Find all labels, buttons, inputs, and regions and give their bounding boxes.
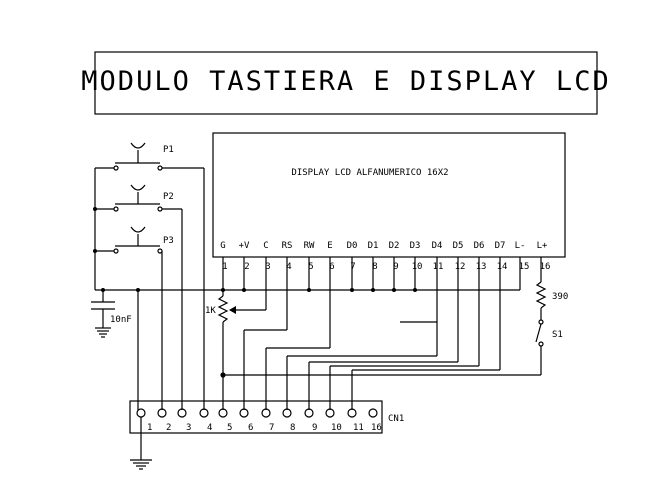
- lcd-pin-name: D2: [389, 241, 400, 251]
- trimmer-1k: 1K: [205, 290, 266, 368]
- connector-pin-number: 5: [227, 423, 232, 433]
- connector-pin-number: 4: [207, 423, 212, 433]
- lcd-pin-name: L-: [515, 241, 526, 251]
- lcd-pin-name: D5: [453, 241, 464, 251]
- junction-dots: [101, 288, 417, 292]
- lcd-pin-number: 10: [412, 262, 423, 272]
- lcd-pin-name: +V: [239, 241, 250, 251]
- title-box: [94, 51, 598, 115]
- lcd-pin-name: G: [220, 241, 225, 251]
- connector-pin-number: 8: [290, 423, 295, 433]
- connector-cn1: [129, 400, 383, 434]
- button-junctions: [93, 207, 97, 253]
- connector-pin-number: 6: [248, 423, 253, 433]
- connector-pin-number: 2: [166, 423, 171, 433]
- capacitor: 10nF: [91, 290, 132, 338]
- lcd-pin-number: 3: [265, 262, 270, 272]
- lcd-pin-name: D1: [368, 241, 379, 251]
- ground-symbol: [130, 417, 152, 470]
- button-wires: [137, 167, 205, 410]
- lcd-pin-name: RS: [282, 241, 293, 251]
- lcd-pin-numbers: 1 2 3 4 5 6 7 8 9 10 11 12 13 14 15 16: [222, 262, 550, 272]
- lcd-pin-number: 8: [372, 262, 377, 272]
- lcd-pin-number: 15: [519, 262, 530, 272]
- display-label: DISPLAY LCD ALFANUMERICO 16X2: [291, 168, 448, 178]
- connector-pin-number: 11: [353, 423, 364, 433]
- connector-pin-number: 16: [371, 423, 382, 433]
- lcd-pin-number: 2: [244, 262, 249, 272]
- connector-label: CN1: [388, 414, 404, 424]
- connector-pin-number: 10: [331, 423, 342, 433]
- lcd-pin-name: C: [263, 241, 268, 251]
- pushbutton-p1: P1: [113, 142, 174, 171]
- lcd-pin-names: G +V C RS RW E D0 D1 D2 D3 D4 D5 D6 D7 L…: [220, 241, 548, 251]
- lcd-pin-number: 7: [350, 262, 355, 272]
- button-common-wire: [94, 167, 114, 290]
- lcd-pin-number: 1: [222, 262, 227, 272]
- connector-pin-number: 1: [147, 423, 152, 433]
- connector-pin-number: 7: [269, 423, 274, 433]
- lcd-pin-number: 14: [497, 262, 508, 272]
- lcd-pin-name: RW: [304, 241, 315, 251]
- lcd-pin-name: D3: [410, 241, 421, 251]
- button-label-p3: P3: [163, 236, 174, 246]
- lcd-pin-number: 11: [433, 262, 444, 272]
- lcd-pin-leads: [222, 257, 542, 310]
- lcd-pin-name: E: [327, 241, 332, 251]
- lcd-pin-name: D4: [432, 241, 443, 251]
- button-label-p2: P2: [163, 192, 174, 202]
- lcd-pin-name: D6: [474, 241, 485, 251]
- pushbutton-p3: P3: [113, 226, 174, 254]
- lcd-pin-name: L+: [537, 241, 548, 251]
- lcd-pin-number: 4: [286, 262, 291, 272]
- connector-pins: [136, 408, 378, 418]
- lcd-display: [212, 132, 566, 258]
- lcd-to-connector-wires: [220, 270, 541, 410]
- lcd-pin-name: D0: [347, 241, 358, 251]
- connector-pin-number: 3: [186, 423, 191, 433]
- connector-pin-number: 9: [312, 423, 317, 433]
- backlight-switch: S1: [535, 319, 563, 375]
- lcd-pin-number: 5: [308, 262, 313, 272]
- backlight-resistor: 390: [535, 270, 568, 320]
- connector-pin-numbers: 1 2 3 4 5 6 7 8 9 10 11 16: [147, 423, 382, 433]
- trimmer-label: 1K: [205, 306, 216, 316]
- lcd-pin-number: 16: [540, 262, 551, 272]
- lcd-pin-number: 13: [476, 262, 487, 272]
- lcd-pin-number: 12: [455, 262, 466, 272]
- schematic-title: MODULO TASTIERA E DISPLAY LCD: [81, 66, 610, 97]
- switch-label: S1: [552, 330, 563, 340]
- resistor-label: 390: [552, 292, 568, 302]
- button-label-p1: P1: [163, 145, 174, 155]
- lcd-pin-number: 9: [393, 262, 398, 272]
- lcd-pin-name: D7: [495, 241, 506, 251]
- pushbutton-p2: P2: [113, 184, 174, 212]
- capacitor-label: 10nF: [110, 315, 132, 325]
- lcd-pin-number: 6: [329, 262, 334, 272]
